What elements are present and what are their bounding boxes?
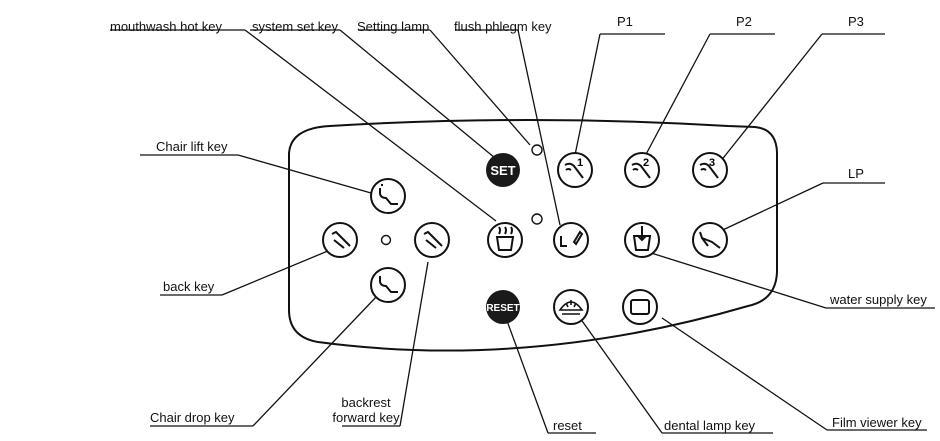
p1-key[interactable]: 1 bbox=[557, 152, 593, 188]
label-water-supply-key: water supply key bbox=[830, 292, 927, 307]
chair-drop-key[interactable] bbox=[370, 267, 406, 303]
label-backrest-line2: forward key bbox=[332, 410, 400, 425]
label-dental-lamp-key: dental lamp key bbox=[664, 418, 756, 433]
p2-key[interactable]: 2 bbox=[624, 152, 660, 188]
p1-digit: 1 bbox=[577, 157, 583, 169]
mouthwash-hot-key[interactable] bbox=[487, 222, 523, 258]
center-lamp bbox=[380, 234, 392, 246]
label-lp: LP bbox=[848, 166, 864, 181]
label-flush-phlegm-key: flush phlegm key bbox=[454, 19, 552, 34]
label-backrest-line1: backrest bbox=[341, 395, 391, 410]
reset-key-text: RESET bbox=[486, 303, 519, 314]
setting-lamp bbox=[531, 144, 543, 156]
dental-lamp-icon bbox=[558, 300, 584, 315]
label-mouthwash-hot-key: mouthwash hot key bbox=[110, 19, 223, 34]
spittoon-flush-icon bbox=[560, 230, 584, 247]
chair-position-icon bbox=[699, 231, 721, 249]
backrest-forward-key[interactable] bbox=[414, 222, 450, 258]
flush-lamp bbox=[531, 213, 543, 225]
label-system-set-key: system set key bbox=[252, 19, 338, 34]
lp-key[interactable] bbox=[692, 222, 728, 258]
label-reset: reset bbox=[553, 418, 582, 433]
set-key[interactable]: SET bbox=[486, 153, 520, 187]
film-viewer-icon bbox=[630, 299, 650, 315]
dental-lamp-key[interactable] bbox=[553, 289, 589, 325]
chair-forward-icon bbox=[423, 230, 443, 249]
label-chair-drop-key: Chair drop key bbox=[150, 410, 235, 425]
heated-cup-icon bbox=[495, 226, 515, 251]
film-viewer-key[interactable] bbox=[622, 289, 658, 325]
cup-fill-icon bbox=[632, 226, 652, 251]
p3-digit: 3 bbox=[709, 157, 715, 169]
panel-outline bbox=[288, 119, 778, 352]
label-backrest-forward-key: backrest forward key bbox=[330, 395, 402, 425]
reset-key[interactable]: RESET bbox=[486, 290, 520, 324]
chair-down-icon bbox=[379, 276, 398, 293]
label-p1: P1 bbox=[617, 14, 633, 29]
chair-up-icon bbox=[379, 184, 398, 205]
chair-lift-key[interactable] bbox=[370, 178, 406, 214]
flush-phlegm-key[interactable] bbox=[553, 222, 589, 258]
water-supply-key[interactable] bbox=[624, 222, 660, 258]
back-key[interactable] bbox=[322, 222, 358, 258]
dental-handpiece-icon bbox=[699, 162, 719, 179]
dental-handpiece-icon bbox=[564, 162, 584, 179]
chair-recline-icon bbox=[331, 230, 351, 249]
label-film-viewer-key: Film viewer key bbox=[832, 415, 922, 430]
label-back-key: back key bbox=[163, 279, 215, 294]
set-key-text: SET bbox=[490, 163, 515, 178]
p2-digit: 2 bbox=[643, 157, 649, 169]
p3-key[interactable]: 3 bbox=[692, 152, 728, 188]
label-setting-lamp: Setting lamp bbox=[357, 19, 430, 34]
label-p2: P2 bbox=[736, 14, 752, 29]
leader-lines bbox=[110, 29, 935, 434]
label-chair-lift-key: Chair lift key bbox=[156, 139, 228, 154]
label-p3: P3 bbox=[848, 14, 864, 29]
dental-handpiece-icon bbox=[631, 162, 651, 179]
